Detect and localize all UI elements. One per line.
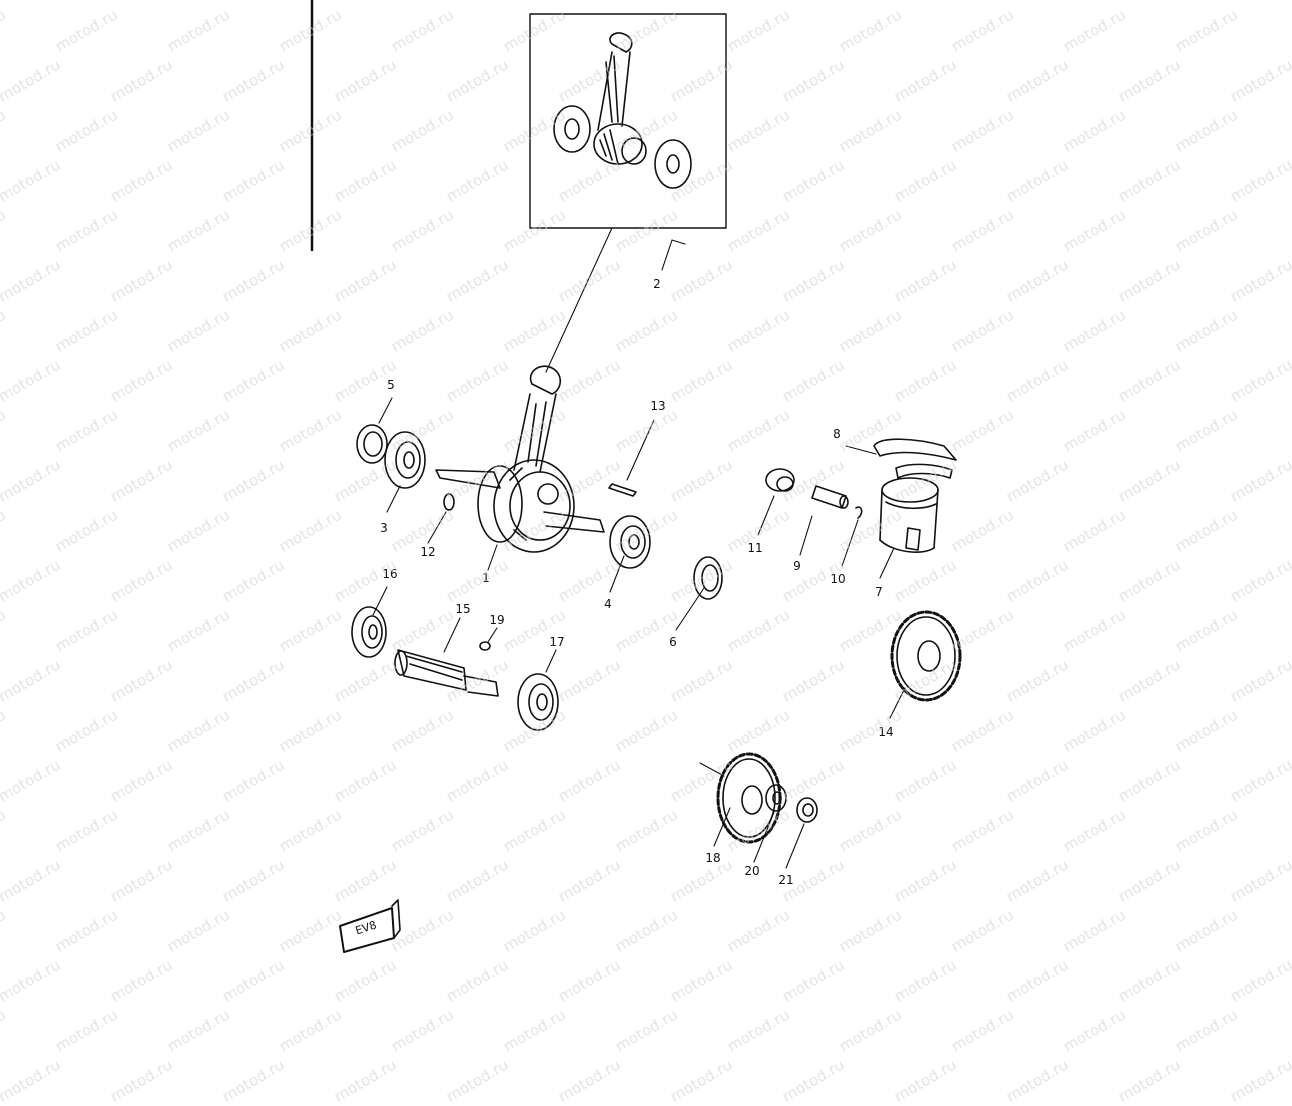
conrod-assembly-inset: [553, 32, 692, 189]
callout-3: 3: [380, 521, 388, 535]
callout-21: 21: [778, 873, 794, 887]
circlip-10: [855, 506, 863, 519]
callout-15: 15: [455, 602, 471, 616]
gear-18: [716, 752, 782, 844]
washer-20: [765, 784, 787, 812]
inset-frame: [529, 13, 727, 229]
bearing-4: [609, 515, 651, 569]
piston-rings-8: [873, 438, 957, 479]
piston-7: [879, 477, 939, 553]
leader-lines: [372, 227, 906, 869]
callout-18: 18: [705, 851, 721, 865]
watermark-text: motod.ru: [0, 1055, 64, 1106]
watermark-text: motod.ru: [836, 1005, 905, 1056]
needle-bearing-11: [765, 468, 795, 492]
callout-20: 20: [744, 864, 760, 878]
callout-11: 11: [747, 541, 763, 555]
watermark-text: motod.ru: [779, 1055, 848, 1106]
oil-seal-5: [356, 424, 388, 464]
callout-5: 5: [387, 378, 395, 392]
crankshaft: [435, 365, 605, 553]
gear-14: [890, 610, 962, 702]
watermark-text: motod.ru: [443, 1055, 512, 1106]
callout-17: 17: [549, 635, 565, 649]
watermark-text: motod.ru: [276, 1005, 345, 1056]
watermark-text: motod.ru: [500, 1005, 569, 1056]
pin-13: [608, 483, 637, 497]
callout-13: 13: [650, 399, 666, 413]
watermark-text: motod.ru: [1115, 1055, 1184, 1106]
callout-14: 14: [878, 725, 894, 739]
key-19: [479, 641, 491, 651]
watermark-text: motod.ru: [948, 1005, 1017, 1056]
watermark-text: motod.ru: [107, 1055, 176, 1106]
bearing-17: [517, 673, 559, 731]
watermark-text: motod.ru: [891, 1055, 960, 1106]
callout-1: 1: [482, 571, 490, 585]
watermark-text: motod.ru: [667, 1055, 736, 1106]
watermark-text: motod.ru: [388, 1005, 457, 1056]
callout-7: 7: [875, 585, 883, 599]
piston-pin-9: [811, 485, 849, 509]
watermark-text: motod.ru: [1227, 1055, 1292, 1106]
watermark-text: motod.ru: [555, 1055, 624, 1106]
callout-19: 19: [489, 613, 505, 627]
watermark-text: motod.ru: [164, 1005, 233, 1056]
callout-12: 12: [420, 545, 436, 559]
key-12: [443, 493, 455, 511]
watermark-text: motod.ru: [1172, 1005, 1241, 1056]
callout-8: 8: [833, 427, 841, 441]
engine-badge-shape: [339, 899, 401, 953]
callout-10: 10: [830, 572, 846, 586]
bearing-16: [351, 606, 387, 658]
callout-4: 4: [604, 597, 612, 611]
watermark-text: motod.ru: [724, 1005, 793, 1056]
balancer-shaft-15: [394, 649, 499, 697]
watermark-text: motod.ru: [1060, 1005, 1129, 1056]
watermark-text: motod.ru: [612, 1005, 681, 1056]
oil-seal-6: [693, 556, 723, 600]
watermark-text: motod.ru: [331, 1055, 400, 1106]
callout-2: 2: [653, 277, 661, 291]
watermark-text: motod.ru: [0, 1005, 9, 1056]
parts-drawing: [310, 0, 962, 953]
watermark-text: motod.ru: [52, 1005, 121, 1056]
callout-6: 6: [669, 635, 677, 649]
nut-21: [796, 797, 818, 823]
watermark-text: motod.ru: [219, 1055, 288, 1106]
callout-16: 16: [382, 567, 398, 581]
watermark-text: motod.ru: [1003, 1055, 1072, 1106]
callout-9: 9: [793, 559, 801, 573]
bearing-3: [384, 431, 426, 489]
